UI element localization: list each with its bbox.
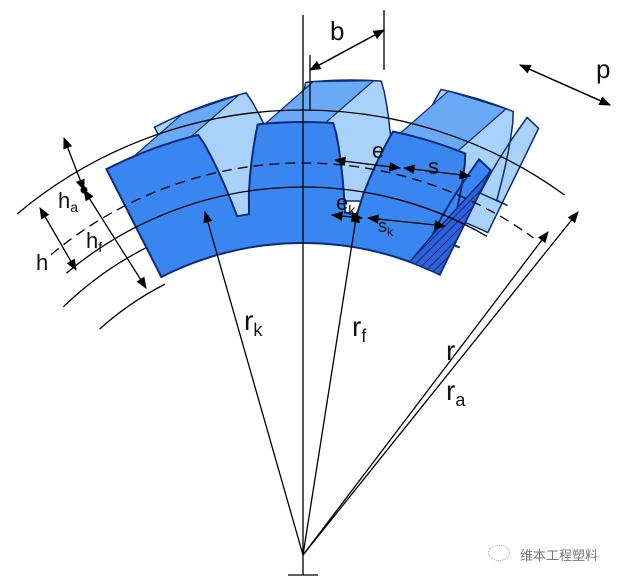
label-ek: ek [336,190,356,218]
label-ha: ha [58,188,78,215]
h-dim [83,189,147,289]
label-sk: sk [378,216,394,239]
ra-line [302,231,549,556]
p-dim-back [518,64,611,106]
section-hatch [408,172,490,276]
rk-line [203,210,304,556]
gear-front-face [105,120,492,279]
watermark-logo-icon [488,545,510,561]
label-b: b [330,16,344,46]
label-s: s [428,154,439,179]
ha-dim [63,136,85,192]
h-left-dim [39,206,77,272]
dimension-lines [16,10,612,576]
r-line [302,211,579,556]
label-e: e [372,138,384,163]
watermark: 维本工程塑料 [520,549,599,564]
reference-circle-arc [50,162,534,256]
tip-circle-arc [16,109,565,215]
height-dot [80,186,88,194]
body-circle-arc [99,283,166,330]
ek-dim [330,211,364,222]
rf-line [302,210,360,556]
label-p: p [596,54,610,84]
label-hf: hf [86,228,102,255]
label-rf: rf [352,311,367,346]
label-h: h [36,250,48,275]
label-r: r [446,335,455,366]
label-ra: ra [446,375,466,410]
s-dim [402,164,472,180]
dimension-labels: b p e s ek sk ha hf h rk rf r ra [36,16,610,410]
b-dim-back [308,29,385,71]
root-circle-arc [62,247,147,308]
sk-dim [366,214,447,230]
label-rk: rk [244,305,263,340]
e-dim [333,156,402,172]
